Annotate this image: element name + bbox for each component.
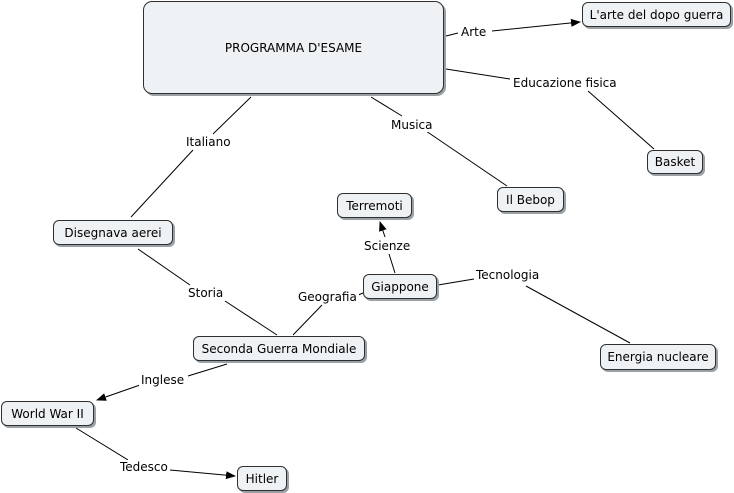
connector-seconda-guerra-inglese <box>187 363 228 377</box>
link-label-geografia: Geografia <box>296 290 359 304</box>
link-label-tecnologia: Tecnologia <box>474 268 542 282</box>
link-label-storia: Storia <box>186 286 226 300</box>
node-disegnava-aerei[interactable]: Disegnava aerei <box>53 220 173 245</box>
connector-italiano-disegnava-aerei <box>130 149 194 218</box>
link-label-inglese: Inglese <box>139 373 187 387</box>
connector-tecnologia-energia-nucleare <box>525 285 631 344</box>
node-world-war-ii[interactable]: World War II <box>1 401 94 426</box>
node-basket[interactable]: Basket <box>647 150 703 174</box>
link-label-tedesco: Tedesco <box>118 460 170 474</box>
connector-arte-arte-dopo-guerra <box>491 18 581 32</box>
link-label-italiano: Italiano <box>184 135 233 149</box>
link-label-arte: Arte <box>459 25 489 39</box>
connector-root-educazione-fisica <box>445 68 511 80</box>
connector-seconda-guerra-geografia <box>292 304 323 336</box>
link-label-scienze: Scienze <box>362 239 413 253</box>
node-seconda-guerra-mondiale[interactable]: Seconda Guerra Mondiale <box>193 336 365 361</box>
connector-tedesco-hitler <box>169 469 236 480</box>
node-arte-dopo-guerra[interactable]: L'arte del dopo guerra <box>582 2 731 27</box>
connector-giappone-scienze <box>388 253 396 274</box>
connector-root-musica <box>370 96 403 117</box>
link-label-musica: Musica <box>389 118 435 132</box>
root-node-programma-desame[interactable]: PROGRAMMA D'ESAME <box>143 1 444 94</box>
node-il-bebop[interactable]: Il Bebop <box>497 187 564 212</box>
node-energia-nucleare[interactable]: Energia nucleare <box>600 344 716 370</box>
connector-inglese-world-war-ii <box>96 384 141 401</box>
connector-scienze-terremoti <box>379 221 387 238</box>
connector-world-war-ii-tedesco <box>75 427 129 461</box>
connector-storia-seconda-guerra <box>224 300 278 336</box>
connector-root-italiano <box>212 96 252 135</box>
node-giappone[interactable]: Giappone <box>363 274 437 299</box>
node-hitler[interactable]: Hitler <box>237 466 287 491</box>
connector-root-arte <box>445 32 459 37</box>
link-label-educazione-fisica: Educazione fisica <box>511 76 619 90</box>
node-terremoti[interactable]: Terremoti <box>337 193 412 218</box>
connector-musica-il-bebop <box>425 130 508 187</box>
connector-giappone-tecnologia <box>437 278 475 286</box>
connector-educazione-fisica-basket <box>587 90 655 150</box>
connector-disegnava-aerei-storia <box>137 248 191 286</box>
